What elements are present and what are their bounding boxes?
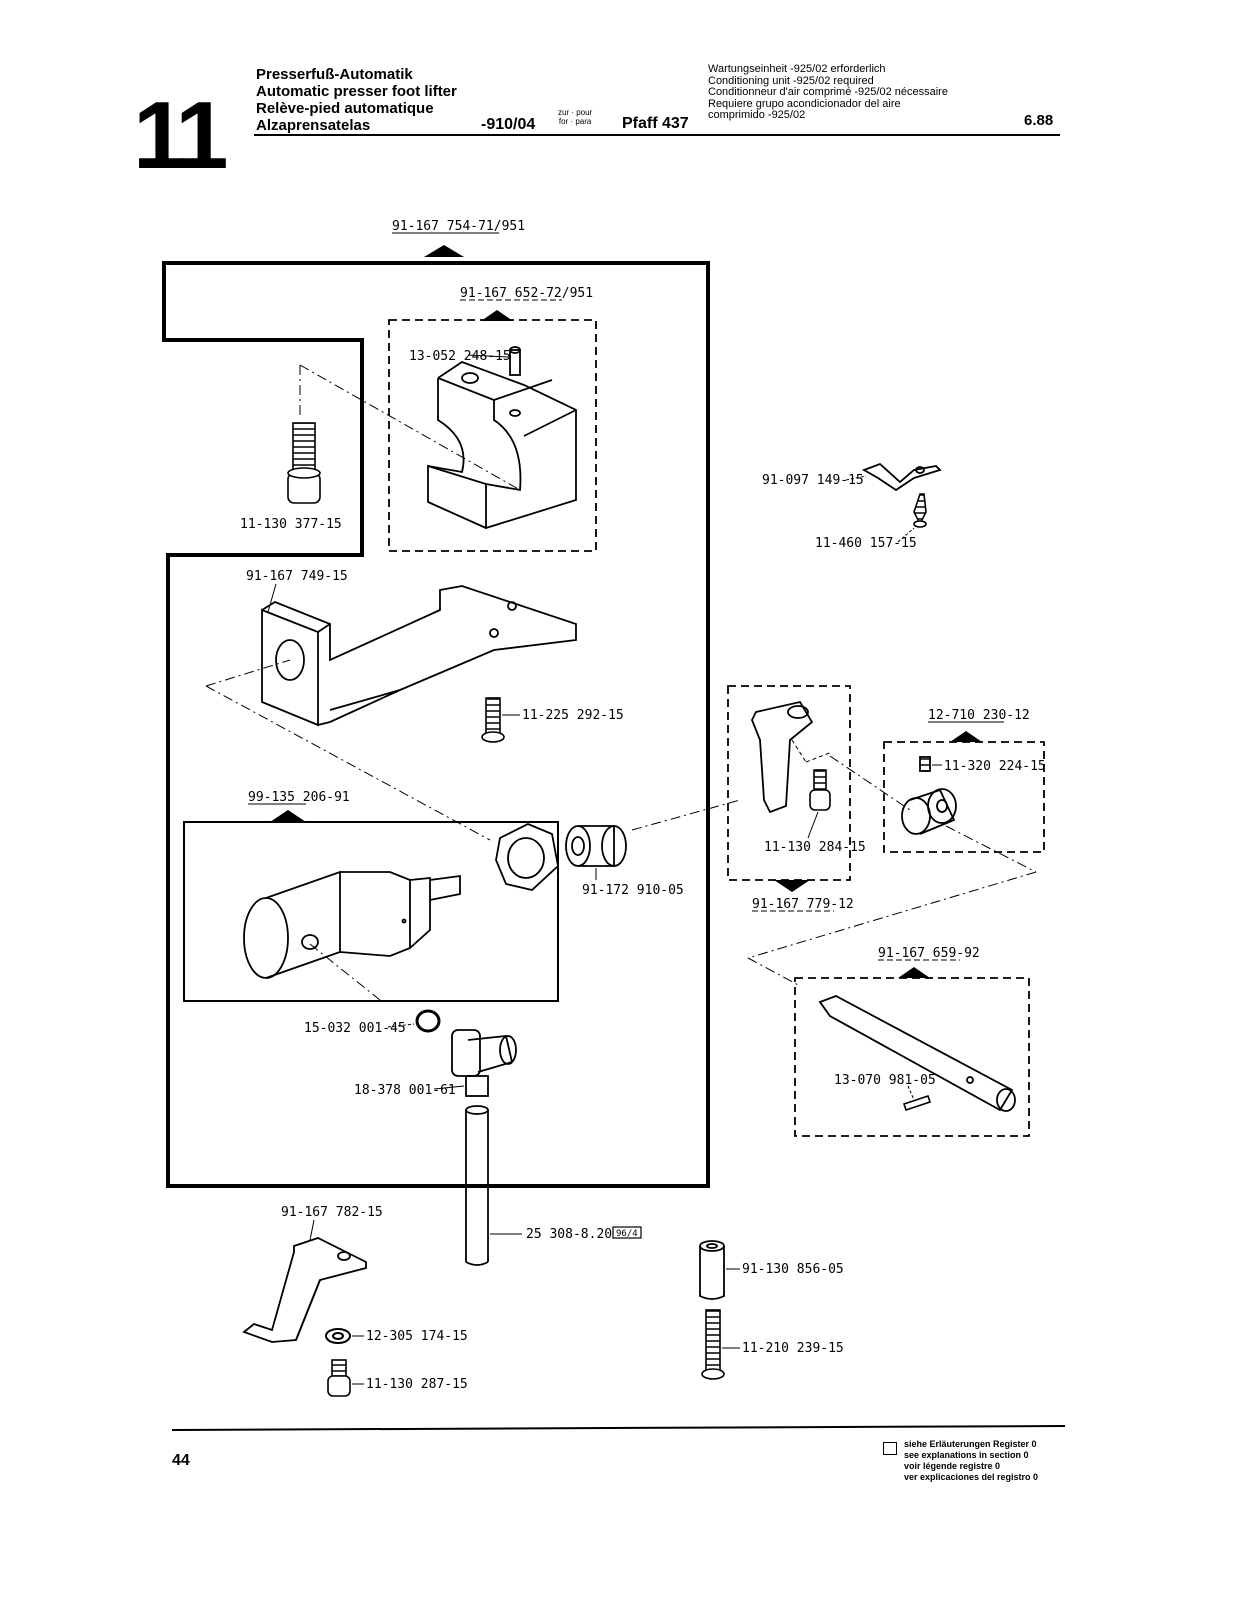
assembly-marker-triangle: [270, 810, 306, 822]
assembly-marker-triangle: [898, 967, 930, 978]
assembly-marker-triangle: [424, 245, 464, 257]
assembly-label-collar: 12-710 230-12: [928, 708, 1030, 723]
socket-screw-drawing: [809, 769, 831, 811]
assembly-marker-triangle: [481, 310, 513, 321]
part-label: 11-130 377-15: [240, 517, 342, 532]
assembly-label-clamp: 91-167 652-72/951: [460, 286, 593, 301]
part-label: 11-130 284-15: [764, 840, 866, 855]
assembly-marker-triangle: [950, 731, 982, 742]
register-badge: [612, 1226, 642, 1239]
part-label: 91-167 782-15: [281, 1205, 383, 1220]
legend-box-icon: [883, 1442, 897, 1455]
part-label: 91-172 910-05: [582, 883, 684, 898]
assembly-label-main: 91-167 754-71/951: [392, 219, 525, 234]
title-spanish: Alzaprensatelas: [256, 117, 371, 134]
model-variant: -910/04: [481, 116, 536, 133]
assembly-marker-triangle: [774, 880, 810, 892]
part-label: 91-097 149-15: [762, 473, 864, 488]
register-badge-text: 96/4: [616, 1229, 638, 1239]
part-label: 91-167 749-15: [246, 569, 348, 584]
part-label: 91-130 856-05: [742, 1262, 844, 1277]
spring-clip-drawing: [861, 462, 942, 492]
legend-text: siehe Erläuterungen Register 0 see expla…: [904, 1439, 1039, 1482]
guide-sleeve-drawing: [699, 1240, 725, 1300]
socket-screw-drawing: [327, 1359, 351, 1397]
title-english: Automatic presser foot lifter: [256, 83, 457, 100]
socket-screw-drawing: [287, 422, 321, 504]
title-german: Presserfuß-Automatik: [256, 66, 413, 83]
page-titles: Presserfuß-Automatik Automatic presser f…: [256, 66, 457, 134]
spacer-sleeve-drawing: [565, 825, 627, 867]
countersunk-screw-drawing: [481, 697, 505, 743]
assembly-box-clamp: [388, 319, 597, 552]
air-tube-drawing: [465, 1105, 489, 1266]
set-collar-drawing: [901, 756, 957, 835]
assembly-box-cylinder: [183, 821, 559, 1002]
page-number: 44: [172, 1452, 190, 1469]
footer-rule: [171, 1425, 1066, 1431]
assembly-label-shaft: 91-167 659-92: [878, 946, 980, 961]
part-label: 11-210 239-15: [742, 1341, 844, 1356]
assembly-label-cylinder: 99-135 206-91: [248, 790, 350, 805]
lever-drawing: [751, 700, 814, 814]
shaft-drawing: [818, 995, 1016, 1112]
wood-screw-drawing: [913, 493, 927, 528]
part-label: 11-460 157-15: [815, 536, 917, 551]
part-label: 11-130 287-15: [366, 1377, 468, 1392]
angle-bracket-drawing: [242, 1237, 367, 1343]
conditioning-note: Wartungseinheit -925/02 erforderlich Con…: [708, 63, 948, 121]
elbow-fitting-drawing: [451, 1029, 517, 1097]
part-label: 18-378 001-61: [354, 1083, 456, 1098]
seal-ring-drawing: [415, 1009, 441, 1033]
assembly-label-lever: 91-167 779-12: [752, 897, 854, 912]
hex-nut-drawing: [495, 823, 559, 891]
part-label: 15-032 001-45: [304, 1021, 406, 1036]
part-label: 12-305 174-15: [366, 1329, 468, 1344]
bracket-drawing: [261, 585, 577, 727]
title-french: Relève-pied automatique: [256, 100, 434, 117]
assembly-box-shaft: [794, 977, 1030, 1137]
part-label: 13-070 981-05: [834, 1073, 936, 1088]
section-number: 11: [133, 82, 229, 189]
issue-date: 6.88: [1024, 112, 1054, 129]
washer-drawing: [325, 1328, 351, 1344]
pin-drawing: [902, 1094, 932, 1112]
pneumatic-cylinder-drawing: [243, 870, 461, 979]
for-label: zur · pour for · para: [558, 108, 593, 126]
main-assembly-frame: [162, 261, 710, 1188]
machine-name: Pfaff 437: [622, 115, 689, 132]
clamp-block-drawing: [427, 346, 577, 530]
part-label: 11-320 224-15: [944, 759, 1046, 774]
part-label: 13-052 248-15: [409, 349, 511, 364]
countersunk-screw-drawing: [701, 1309, 725, 1380]
part-label: 11-225 292-15: [522, 708, 624, 723]
part-label: 25 308-8.204-0: [526, 1227, 636, 1242]
